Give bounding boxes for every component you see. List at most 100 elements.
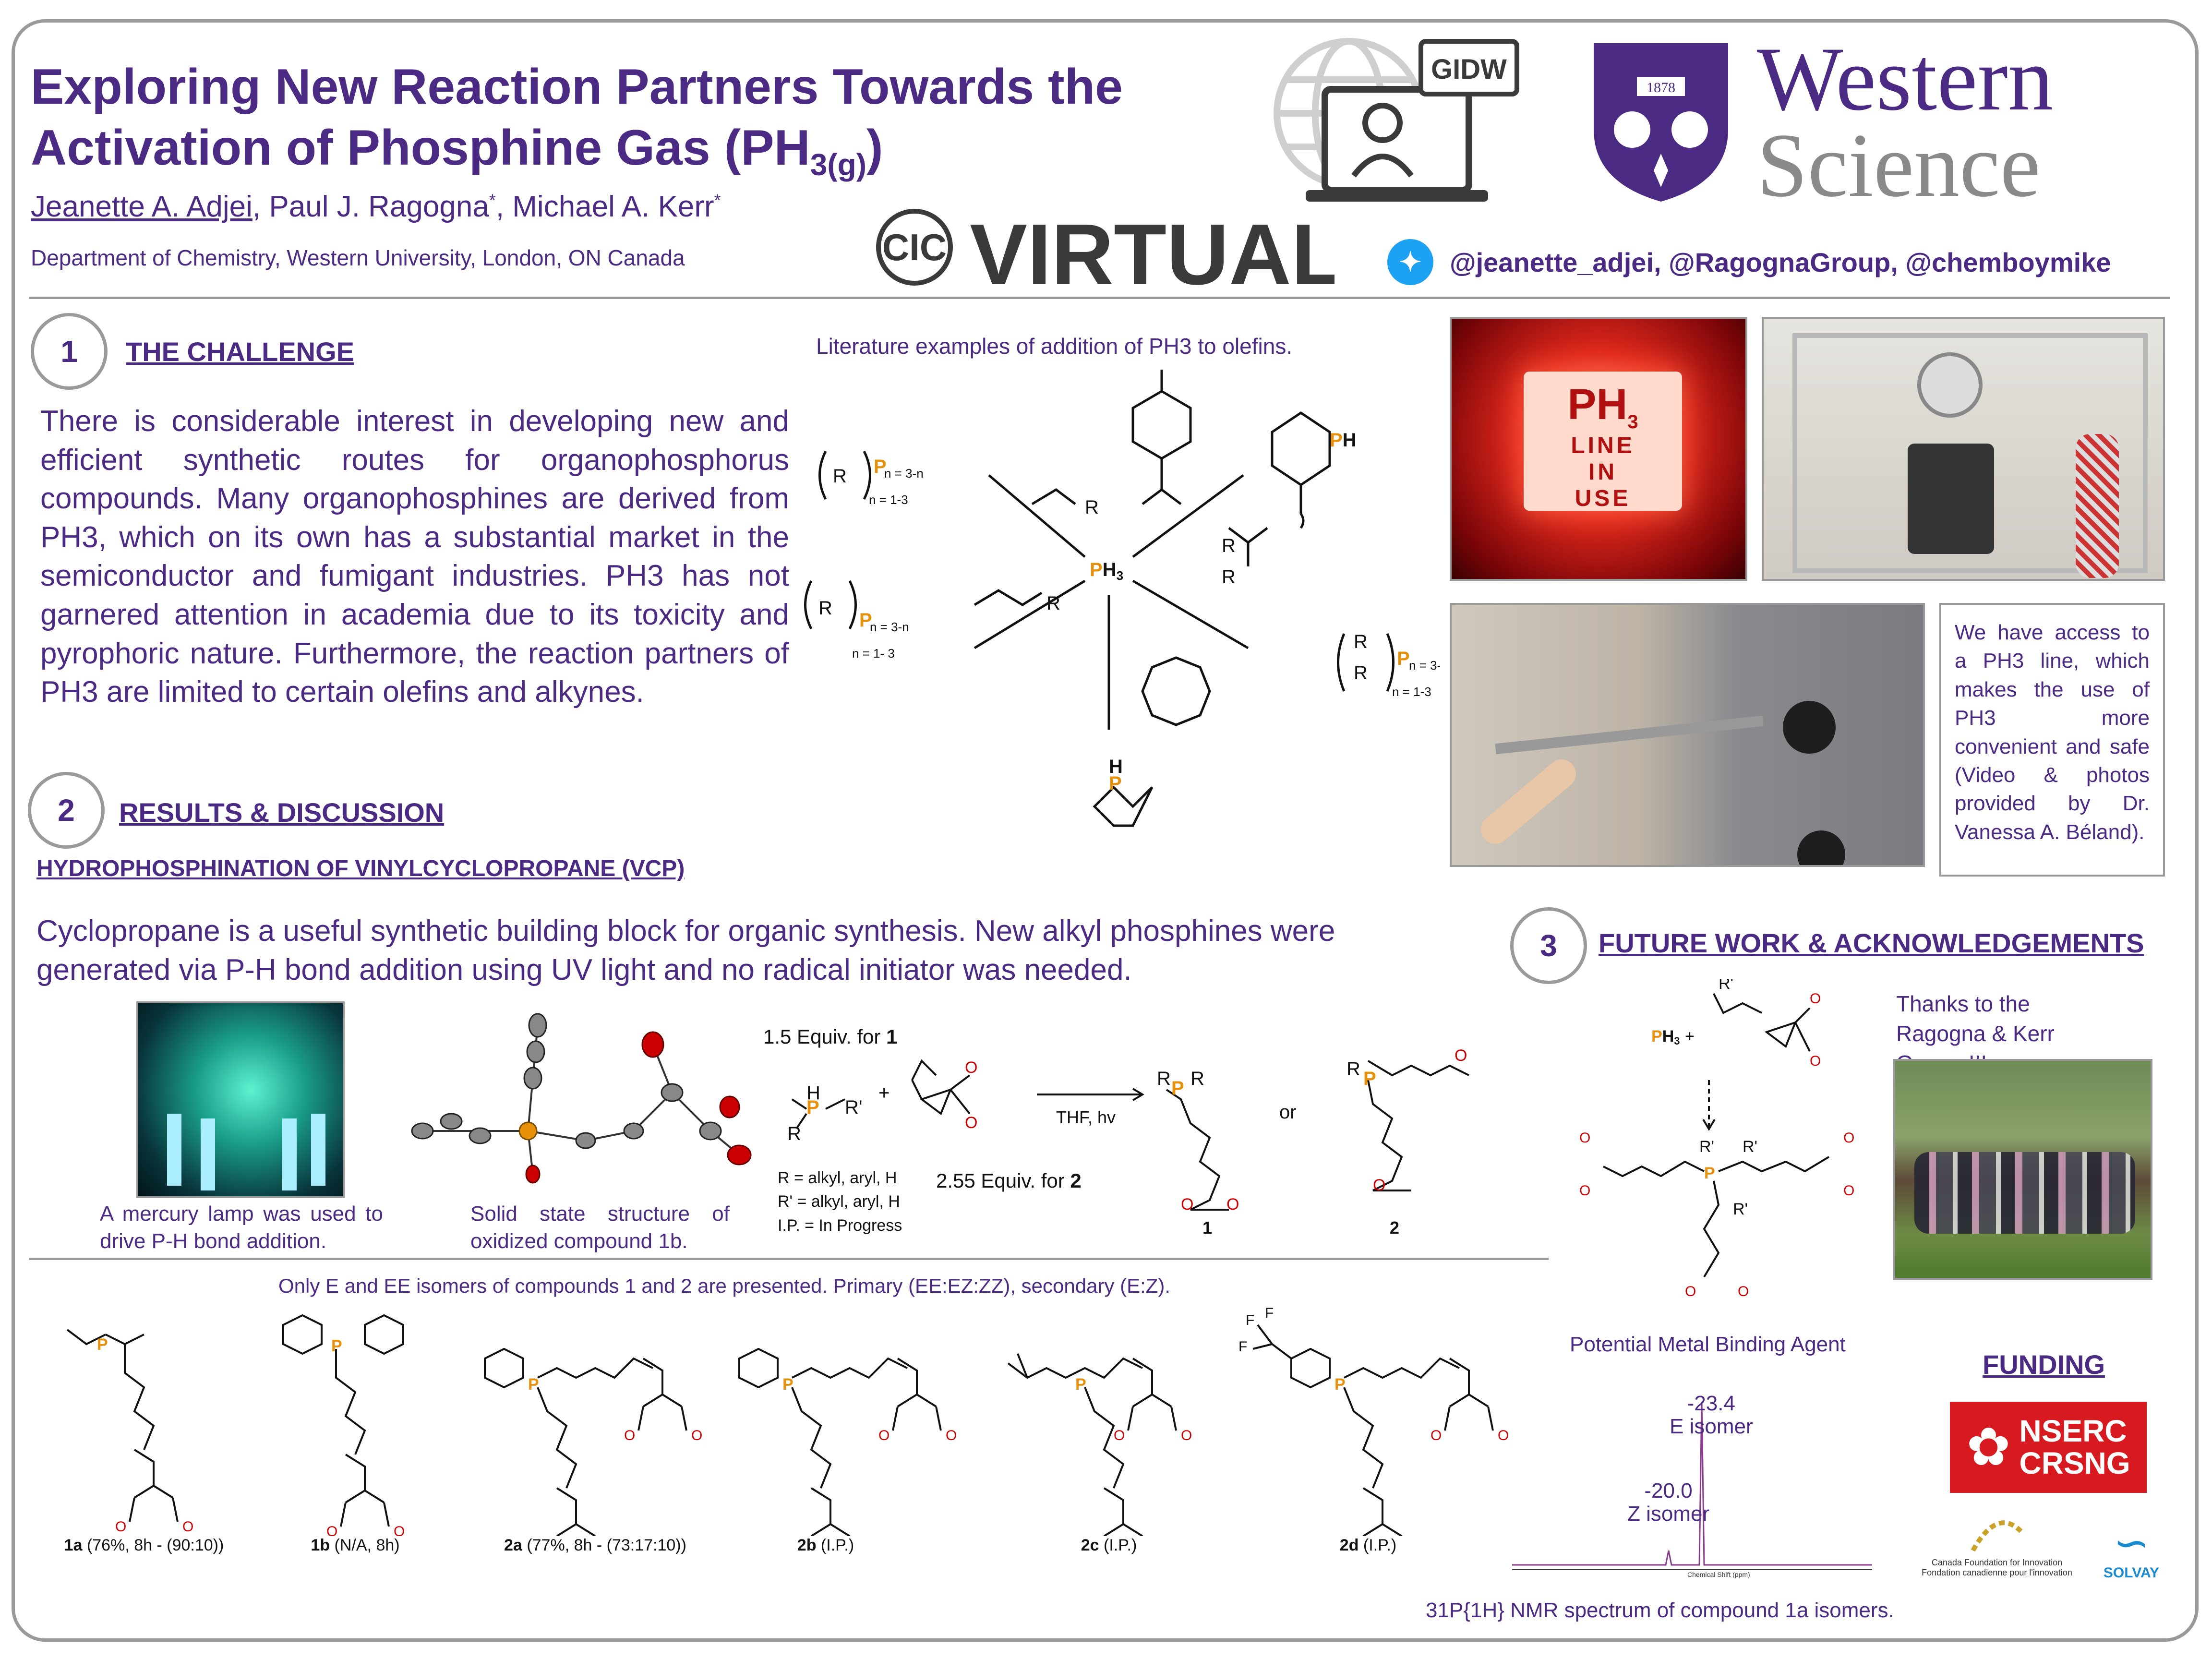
svg-text:n = 3-n: n = 3-n [884, 466, 924, 481]
svg-text:THF, hv: THF, hv [1056, 1107, 1116, 1127]
svg-text:R: R [1222, 535, 1236, 556]
svg-text:R': R' [1719, 979, 1733, 993]
vcp-reaction-scheme: H P R' R + THF, hv R P R or R P 1 2 OO O… [787, 1046, 1469, 1238]
challenge-paragraph: There is considerable interest in develo… [40, 405, 789, 709]
svg-text:R: R [1085, 497, 1099, 518]
svg-text:F: F [1265, 1306, 1274, 1321]
svg-text:R: R [787, 1123, 801, 1144]
svg-text:P: P [1363, 1068, 1376, 1089]
svg-text:O: O [1810, 991, 1821, 1007]
svg-text:P: P [331, 1337, 342, 1355]
svg-text:P: P [1075, 1375, 1086, 1394]
compound-labels-row: 1a (76%, 8h - (90:10)) 1b (N/A, 8h) 2a (… [29, 1536, 1527, 1565]
nmr-caption: 31P{1H} NMR spectrum of compound 1a isom… [1426, 1599, 1894, 1622]
department-affiliation: Department of Chemistry, Western Univers… [31, 245, 685, 270]
svg-text:PH3: PH3 [1090, 559, 1123, 583]
svg-text:R: R [1190, 1068, 1204, 1089]
svg-text:R: R [818, 598, 832, 619]
science-wordmark: Science [1757, 115, 2041, 216]
cic-virtual-logo: CIC VIRTUAL [876, 206, 1334, 293]
svg-text:H: H [1109, 756, 1123, 777]
svg-text:n = 1- 3: n = 1- 3 [852, 646, 895, 661]
equiv-2-note: 2.55 Equiv. for 2 [936, 1169, 1082, 1192]
isomer-note: Only E and EE isomers of compounds 1 and… [278, 1274, 1171, 1297]
poster-title: Exploring New Reaction Partners Towards … [31, 59, 1123, 182]
svg-text:O: O [1810, 1053, 1821, 1069]
western-shield-icon: 1878 [1594, 43, 1728, 202]
svg-text:R': R' [1699, 1138, 1714, 1156]
compound-label-2b: 2b (I.P.) [797, 1536, 854, 1554]
svg-text:or: or [1279, 1102, 1297, 1123]
svg-text:+: + [1685, 1027, 1695, 1046]
section-heading-results: RESULTS & DISCUSSION [119, 797, 445, 828]
compound-structures-row: O O P P P P P P FFF [66, 1306, 1510, 1536]
nmr-peak-z-label: -20.0 Z isomer [1627, 1479, 1710, 1526]
western-wordmark: Western [1757, 29, 2054, 130]
svg-text:n = 3-n: n = 3-n [870, 620, 909, 634]
compound-label-1a: 1a (76%, 8h - (90:10)) [64, 1536, 224, 1554]
svg-text:O: O [1181, 1195, 1193, 1214]
section-heading-future-work: FUTURE WORK & ACKNOWLEDGEMENTS [1599, 928, 2144, 958]
svg-text:F: F [1246, 1312, 1254, 1328]
svg-text:1: 1 [1202, 1218, 1212, 1238]
svg-text:O: O [1455, 1046, 1467, 1065]
section-number-3: 3 [1510, 907, 1587, 984]
author-list: Jeanette A. Adjei, Paul J. Ragogna*, Mic… [31, 190, 721, 223]
svg-text:O: O [1373, 1176, 1385, 1194]
r-group-definitions: R = alkyl, aryl, H R' = alkyl, aryl, H I… [778, 1169, 902, 1235]
twitter-handles[interactable]: ✦ @jeanette_adjei, @RagognaGroup, @chemb… [1387, 239, 2111, 285]
lamp-caption: A mercury lamp was used to drive P-H bon… [100, 1202, 383, 1253]
svg-text:R: R [1046, 593, 1060, 614]
nmr-spectrum: Chemical Shift (ppm) [1512, 1401, 1872, 1578]
svg-text:H: H [806, 1082, 820, 1104]
svg-text:n = 3-n: n = 3-n [1409, 658, 1440, 673]
svg-text:n = 1-3: n = 1-3 [1392, 685, 1431, 699]
twitter-handles-text: @jeanette_adjei, @RagognaGroup, @chemboy… [1450, 247, 2111, 277]
compound-label-2d: 2d (I.P.) [1339, 1536, 1397, 1554]
gas-line-apparatus-photo [1762, 317, 2165, 581]
twitter-bird-icon: ✦ [1387, 239, 1433, 285]
svg-text:P: P [528, 1375, 539, 1394]
svg-text:R: R [1222, 566, 1236, 588]
svg-text:P: P [782, 1375, 793, 1394]
svg-text:O: O [1579, 1183, 1590, 1199]
solvay-swirl-icon: ∽ [2113, 1519, 2150, 1567]
crystal-caption: Solid state structure of oxidized compou… [470, 1202, 730, 1253]
cfi-logo: Canada Foundation for Innovation Fondati… [1915, 1512, 2079, 1578]
solvay-logo: ∽ SOLVAY [2098, 1522, 2165, 1581]
literature-scheme: PH3 R P n = 3-n n = 1-3 R PH R R P n = 3… [804, 370, 1440, 827]
svg-text:O: O [1226, 1195, 1239, 1214]
ph3-sign-photo: PH3 LINE IN USE [1450, 317, 1747, 581]
compound-label-2c: 2c (I.P.) [1081, 1536, 1137, 1554]
svg-text:CIC: CIC [882, 226, 947, 268]
cfi-arc-icon [1971, 1520, 2023, 1552]
compound-label-1b: 1b (N/A, 8h) [311, 1536, 400, 1554]
funding-heading: FUNDING [1983, 1349, 2105, 1380]
ph3-line-valve-photo [1450, 603, 1925, 867]
svg-text:P: P [1397, 648, 1410, 669]
svg-text:PH3: PH3 [1651, 1027, 1680, 1047]
svg-text:R: R [833, 466, 847, 487]
svg-text:2: 2 [1390, 1218, 1399, 1238]
mercury-lamp-photo [136, 1001, 345, 1198]
section-number-2: 2 [28, 772, 105, 849]
results-divider [29, 1258, 1549, 1260]
gidw-logo: GIDW [1274, 38, 1519, 202]
section-number-1: 1 [31, 313, 108, 390]
ph3-access-note: We have access to a PH3 line, which make… [1939, 603, 2165, 877]
svg-text:R: R [1346, 1058, 1360, 1080]
svg-text:P: P [1109, 773, 1122, 794]
literature-scheme-caption: Literature examples of addition of PH3 t… [816, 334, 1293, 359]
vcp-paragraph: Cyclopropane is a useful synthetic build… [36, 914, 1335, 986]
svg-text:O: O [965, 1114, 977, 1132]
svg-text:R: R [1354, 631, 1368, 652]
svg-text:R': R' [1743, 1138, 1757, 1156]
equiv-1-note: 1.5 Equiv. for 1 [763, 1025, 898, 1048]
svg-text:1878: 1878 [1647, 80, 1675, 96]
group-photo [1893, 1059, 2152, 1280]
svg-text:F: F [1238, 1339, 1247, 1355]
svg-text:P: P [1334, 1375, 1346, 1394]
header-divider [29, 297, 2170, 299]
gidw-text: GIDW [1431, 54, 1507, 85]
svg-text:P: P [97, 1335, 108, 1354]
